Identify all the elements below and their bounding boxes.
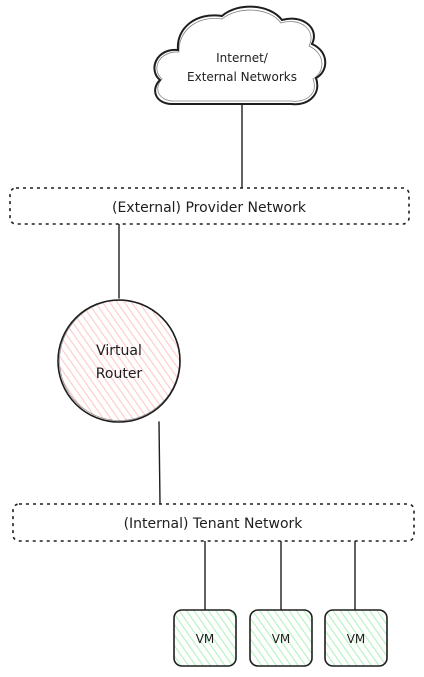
vm-node: VM xyxy=(173,609,237,667)
tenant-network-label: (Internal) Tenant Network xyxy=(124,516,304,532)
cloud-label-line2: External Networks xyxy=(187,70,297,84)
router-label-line2: Router xyxy=(96,366,143,382)
vm-box xyxy=(324,609,388,667)
vm-box xyxy=(249,609,313,667)
cloud-shape xyxy=(153,5,327,106)
provider-network: (External) Provider Network xyxy=(9,187,410,225)
tenant-network-box xyxy=(12,503,415,542)
router-label-line1: Virtual xyxy=(96,343,142,359)
cloud-label-line1: Internet/ xyxy=(216,51,269,65)
vm-node: VM xyxy=(324,609,388,667)
vm-label: VM xyxy=(347,632,366,646)
router-circle xyxy=(57,299,181,423)
provider-network-label: (External) Provider Network xyxy=(112,200,307,216)
vm-box xyxy=(173,609,237,667)
vm-label: VM xyxy=(272,632,291,646)
connector-router-tenant xyxy=(158,421,161,505)
vm-node: VM xyxy=(249,609,313,667)
tenant-network: (Internal) Tenant Network xyxy=(12,503,415,542)
vm-label: VM xyxy=(196,632,215,646)
provider-network-box xyxy=(9,187,410,225)
virtual-router: Virtual Router xyxy=(57,299,181,423)
cloud-node: Internet/ External Networks xyxy=(153,5,327,106)
